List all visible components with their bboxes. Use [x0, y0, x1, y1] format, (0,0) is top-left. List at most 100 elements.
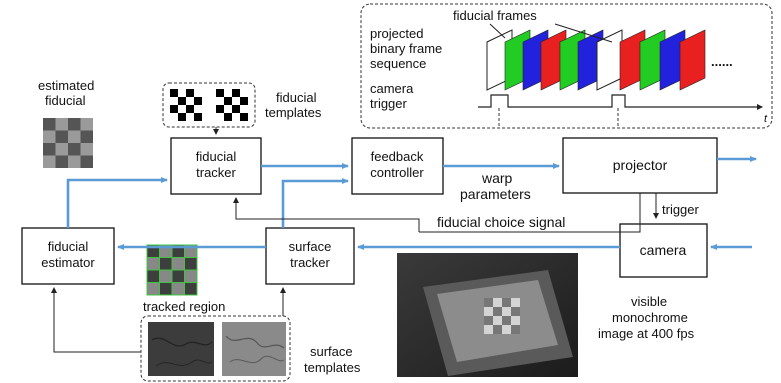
arrow-estimator-to-fiducial-tracker	[66, 177, 168, 228]
checker-cell	[80, 155, 93, 168]
surface-tracker-label-1: surface	[289, 239, 332, 254]
checker-cell	[184, 257, 198, 271]
visible-image-label-3: image at 400 fps	[598, 326, 695, 341]
surface-tracker-label-2: tracker	[290, 255, 330, 270]
fiducial-tracker-block: fiducial tracker	[170, 137, 262, 195]
checker-cell	[171, 257, 185, 271]
checker-cell	[159, 257, 173, 271]
checker-cell	[232, 97, 240, 105]
fiducial-templates-dashed-box	[162, 82, 256, 128]
estimated-fiducial-image	[43, 118, 93, 168]
projector-label: projector	[613, 157, 668, 173]
fiducial-templates-label-1: fiducial	[276, 90, 317, 105]
surface-template-image-2	[222, 322, 286, 376]
checker-cell	[170, 89, 178, 97]
fiducial-template-image-1	[170, 89, 202, 121]
surface-texture-2	[155, 359, 213, 367]
checker-cell	[80, 118, 93, 131]
fiducial-templates-label-2: templates	[265, 105, 322, 120]
checker-cell	[146, 257, 160, 271]
camera-trigger-label-1: camera	[370, 81, 414, 96]
checker-cell	[216, 97, 224, 105]
surface-template-image-1	[148, 322, 214, 376]
checker-cell	[484, 307, 493, 316]
checker-cell	[146, 269, 160, 283]
checker-cell	[55, 143, 68, 156]
fiducial-tracker-box	[170, 137, 262, 195]
arrow-surface-tracker-to-controller	[281, 178, 349, 228]
checker-cell	[224, 97, 232, 105]
checker-cell	[184, 269, 198, 283]
fiducial-template-image-2	[216, 89, 248, 121]
checker-cell	[80, 130, 93, 143]
frame-sequence-label-3: sequence	[370, 56, 426, 71]
checker-cell	[493, 307, 502, 316]
fiducial-choice-signal-label: fiducial choice signal	[437, 214, 565, 230]
feedback-controller-label-2: controller	[370, 165, 424, 180]
photo-fiducial	[484, 298, 520, 334]
frames-group	[486, 29, 706, 91]
checker-cell	[171, 269, 185, 283]
warp-parameters-label-2: parameters	[460, 186, 531, 202]
surface-templates-to-estimator	[51, 287, 141, 353]
estimated-fiducial-label-2: fiducial	[45, 93, 86, 108]
fiducial-estimator-label-2: estimator	[41, 255, 95, 270]
camera-box	[619, 223, 708, 278]
checker-cell	[240, 89, 248, 97]
checker-cell	[146, 282, 160, 296]
checker-cell	[186, 97, 194, 105]
frame-sequence-inset: fiducial frames projected binary frame s…	[360, 3, 773, 129]
visible-image-label-1: visible	[631, 294, 667, 309]
fiducial-frames-label: fiducial frames	[453, 8, 537, 23]
fiducial-tracker-label-1: fiducial	[196, 149, 237, 164]
camera-photo-image	[397, 253, 578, 377]
checker-cell	[232, 105, 240, 113]
checker-cell	[240, 105, 248, 113]
checker-cell	[68, 118, 81, 131]
red-frame-3	[679, 29, 706, 91]
checker-cell	[511, 307, 520, 316]
checker-cell	[511, 316, 520, 325]
checker-cell	[170, 105, 178, 113]
checker-cell	[159, 269, 173, 283]
checker-cell	[194, 97, 202, 105]
fiducial-choice-line-a	[419, 193, 641, 233]
checker-cell	[194, 113, 202, 121]
checker-cell	[43, 155, 56, 168]
checker-cell	[43, 118, 56, 131]
surface-templates-label-2: templates	[304, 360, 361, 375]
checker-cell	[159, 282, 173, 296]
inset-dashed-border	[360, 3, 773, 129]
checker-cell	[216, 89, 224, 97]
tracked-region-label: tracked region	[143, 299, 225, 314]
checker-cell	[55, 130, 68, 143]
frame-sequence-label-1: projected	[370, 26, 423, 41]
tracked-region-image	[146, 244, 198, 296]
projector-block: projector	[562, 137, 718, 194]
checker-cell	[178, 113, 186, 121]
checker-cell	[178, 105, 186, 113]
warp-parameters-label-1: warp	[481, 170, 513, 186]
checker-cell	[493, 298, 502, 307]
checker-cell	[170, 97, 178, 105]
checker-cell	[493, 316, 502, 325]
checker-cell	[502, 325, 511, 334]
checker-cell	[484, 316, 493, 325]
checker-cell	[178, 97, 186, 105]
checker-cell	[224, 89, 232, 97]
surface-tracker-box	[265, 227, 355, 285]
checker-cell	[43, 143, 56, 156]
checker-cell	[194, 89, 202, 97]
checker-cell	[68, 130, 81, 143]
surface-texture-3	[225, 335, 285, 349]
camera-block: camera	[619, 223, 708, 278]
visible-image-label-2: monochrome	[612, 310, 688, 325]
checker-cell	[178, 89, 186, 97]
checker-cell	[224, 105, 232, 113]
surface-tracker-block: surface tracker	[265, 227, 355, 285]
checker-cell	[171, 282, 185, 296]
checker-cell	[43, 130, 56, 143]
checker-cell	[511, 325, 520, 334]
